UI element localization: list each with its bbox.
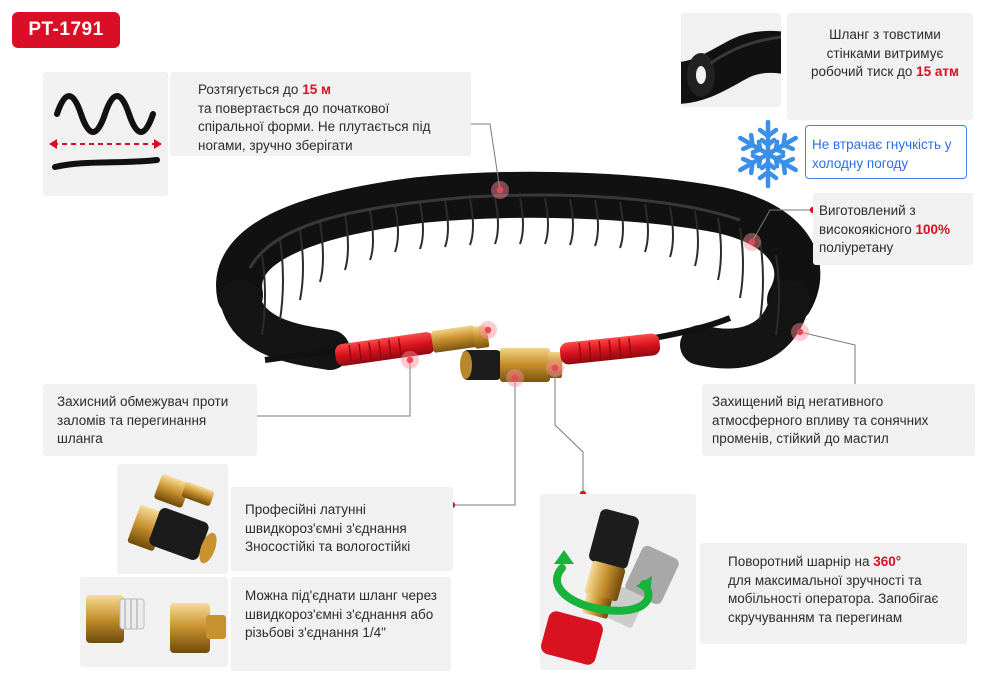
limiter-text: Захисний обмежувач проти заломів та пере…: [57, 394, 229, 446]
material-text-post: поліуретану: [819, 240, 894, 255]
threaded-connector-icon: [86, 595, 226, 653]
rotation-arrow-icon: [553, 550, 653, 615]
material-feature-box: Виготовлений з високоякісного 100% поліу…: [813, 193, 973, 265]
protected-text: Захищений від негативного атмосферного в…: [712, 394, 929, 446]
pressure-feature-box: Шланг з товстими стінками витримує робоч…: [787, 13, 973, 120]
cold-text: Не втрачає гнучкість у холодну погоду: [812, 137, 952, 171]
snowflake-icon: [732, 119, 804, 190]
limiter-feature-box: Захисний обмежувач проти заломів та пере…: [43, 384, 257, 456]
connect-text: Можна під'єднати шланг через швидкороз'є…: [245, 588, 437, 640]
threaded-connector-image: [80, 577, 228, 667]
protected-feature-box: Захищений від негативного атмосферного в…: [702, 384, 975, 456]
stretch-text-post: та повертається до початкової спіральної…: [198, 100, 431, 153]
hose-section-image: [674, 13, 788, 107]
pressure-text-pre: Шланг з товстими стінками витримує робоч…: [811, 27, 944, 79]
stretch-length-highlight: 15 м: [302, 82, 331, 97]
swivel-text-post: для максимальної зручності та мобільност…: [728, 572, 939, 625]
product-code-badge: PT-1791: [12, 12, 120, 48]
brass-connector-icon: [127, 474, 217, 564]
swivel-feature-box: Поворотний шарнір на 360° для максимальн…: [700, 543, 967, 644]
swivel-joint-icon: [541, 509, 679, 665]
swivel-image: [540, 494, 696, 670]
coil-stretch-icon: [49, 93, 162, 170]
brass-text: Професійні латунні швидкороз'ємні з'єдна…: [245, 502, 411, 554]
pressure-value-highlight: 15 атм: [916, 64, 959, 79]
material-text-pre: Виготовлений з високоякісного: [819, 203, 916, 237]
material-percent-highlight: 100%: [915, 221, 951, 237]
stretch-icon-panel: [43, 72, 168, 196]
swivel-text-pre: Поворотний шарнір на: [728, 554, 874, 569]
connect-feature-box: Можна під'єднати шланг через швидкороз'є…: [231, 577, 451, 671]
stretch-text-pre: Розтягується до: [198, 82, 303, 97]
stretch-feature-box: Розтягується до 15 м та повертається до …: [170, 72, 471, 156]
swivel-angle-highlight: 360°: [873, 554, 902, 569]
brass-feature-box: Професійні латунні швидкороз'ємні з'єдна…: [231, 487, 453, 571]
brass-connector-image: [117, 464, 228, 574]
hose-cross-section-icon: [674, 30, 788, 104]
cold-feature-box: Не втрачає гнучкість у холодну погоду: [805, 125, 967, 179]
